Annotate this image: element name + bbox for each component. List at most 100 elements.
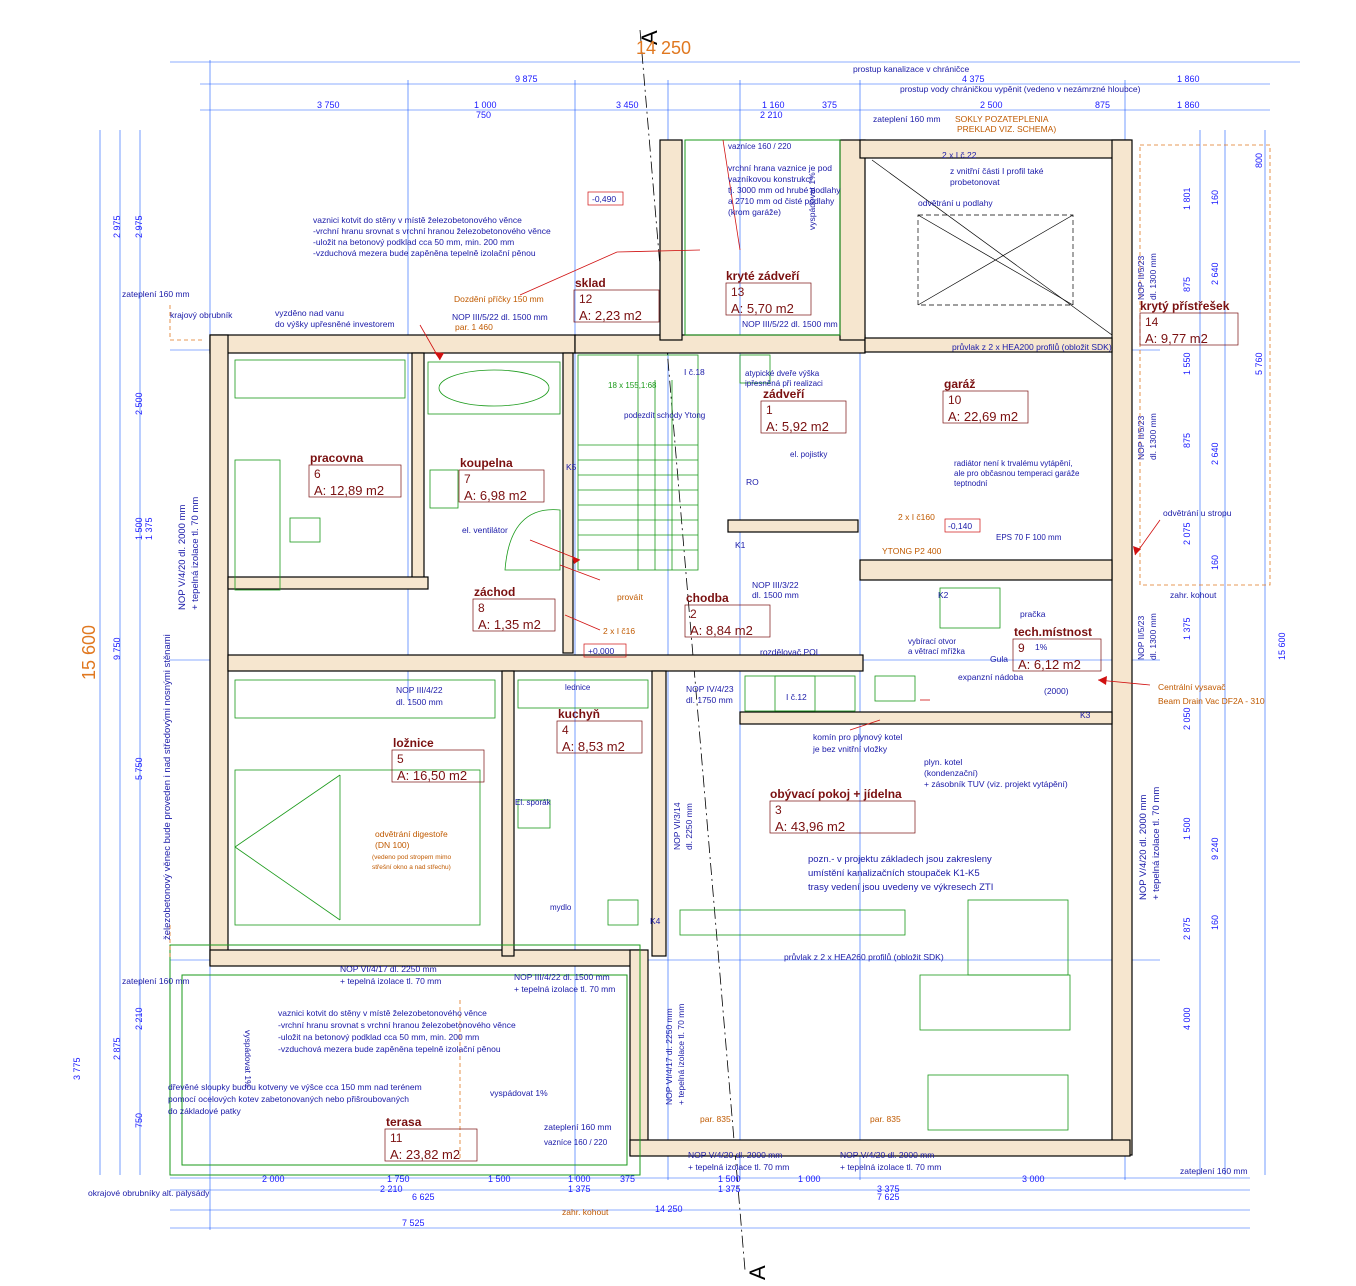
svg-text:krajový obrubník: krajový obrubník [170,310,233,320]
svg-text:mydlo: mydlo [550,903,572,912]
room-number: 7 [464,472,471,486]
leader-lines [419,139,1161,731]
svg-text:+ tepelná izolace tl. 70 mm: + tepelná izolace tl. 70 mm [1151,787,1162,900]
svg-text:6 625: 6 625 [412,1192,435,1202]
svg-text:NOP IV/4/23: NOP IV/4/23 [686,684,734,694]
svg-text:Gula: Gula [990,654,1008,664]
svg-text:9 750: 9 750 [112,637,122,660]
svg-text:3 450: 3 450 [616,100,639,110]
svg-text:el. pojistky: el. pojistky [790,450,827,459]
svg-text:vazníkovou konstrukcí: vazníkovou konstrukcí [728,174,813,184]
svg-text:dl. 1500 mm: dl. 1500 mm [752,590,799,600]
svg-text:pozn.- v projektu základech js: pozn.- v projektu základech jsou zakresl… [808,854,992,865]
svg-text:atypické dveře výška: atypické dveře výška [745,369,820,378]
svg-text:K2: K2 [938,590,949,600]
svg-text:NOP II/5/23: NOP II/5/23 [1136,255,1146,300]
room-name: obývací pokoj + jídelna [770,787,902,801]
room-number: 9 [1018,641,1025,655]
room-area: A: 8,53 m2 [562,739,625,754]
room-number: 8 [478,601,485,615]
svg-text:800: 800 [1254,153,1264,168]
room-name: terasa [386,1115,422,1129]
svg-text:tj. 3000 mm od hrubé podlahy: tj. 3000 mm od hrubé podlahy [728,185,841,195]
svg-text:průvlak z 2 x HEA200 profilů (: průvlak z 2 x HEA200 profilů (obložit SD… [952,342,1112,352]
svg-text:2 975: 2 975 [134,215,144,238]
svg-text:375: 375 [822,100,837,110]
room-number: 10 [948,393,962,407]
room-area: A: 22,69 m2 [948,409,1018,424]
room-number: 4 [562,723,569,737]
svg-text:průvlak z 2 x HEA260 profilů (: průvlak z 2 x HEA260 profilů (obložit SD… [784,952,944,962]
svg-text:expanzní nádoba: expanzní nádoba [958,672,1023,682]
svg-text:2 050: 2 050 [1182,707,1192,730]
svg-text:vyspádovat 1%: vyspádovat 1% [243,1030,253,1088]
svg-text:2 875: 2 875 [1182,917,1192,940]
svg-text:1 801: 1 801 [1182,187,1192,210]
section-marks: A A [637,30,770,1280]
svg-text:1 375: 1 375 [144,517,154,540]
right-dimensions: 800 1 801 160 2 640 875 1 550 5 760 2 64… [1182,153,1287,1030]
svg-text:podezdít schody Ytong: podezdít schody Ytong [624,411,705,420]
svg-text:(kondenzační): (kondenzační) [924,768,978,778]
room-name: zádveří [763,387,805,401]
svg-text:1 750: 1 750 [387,1174,410,1184]
section-mark-top: A [637,30,662,45]
svg-text:3 375: 3 375 [877,1184,900,1194]
room-area: A: 16,50 m2 [397,768,467,783]
svg-text:vybírací otvor: vybírací otvor [908,637,956,646]
room-name: tech.místnost [1014,625,1092,639]
svg-text:2 075: 2 075 [1182,522,1192,545]
svg-text:875: 875 [1182,433,1192,448]
svg-text:zahr. kohout: zahr. kohout [562,1207,609,1217]
svg-text:+ tepelná izolace tl. 70 mm: + tepelná izolace tl. 70 mm [688,1162,789,1172]
svg-text:1 375: 1 375 [568,1184,591,1194]
svg-text:lednice: lednice [565,683,591,692]
room-area: A: 8,84 m2 [690,623,753,638]
room-area: A: 6,12 m2 [1018,657,1081,672]
svg-text:+ tepelná izolace tl. 70 mm: + tepelná izolace tl. 70 mm [676,1004,686,1105]
svg-text:vaznici kotvit do stěny v míst: vaznici kotvit do stěny v místě železobe… [278,1008,487,1018]
svg-text:1 000: 1 000 [474,100,497,110]
overall-width: 14 250 [636,38,691,58]
room-area: A: 2,23 m2 [579,308,642,323]
svg-text:-vrchní hranu srovnat s vrchní: -vrchní hranu srovnat s vrchní hranou že… [278,1020,516,1030]
svg-text:dl. 2250 mm: dl. 2250 mm [684,803,694,850]
room-area: A: 5,70 m2 [731,301,794,316]
svg-text:K5: K5 [566,462,577,472]
svg-text:750: 750 [134,1113,144,1128]
svg-text:-uložit na betonový podklad cc: -uložit na betonový podklad cca 50 mm, m… [278,1032,479,1042]
svg-text:pračka: pračka [1020,609,1046,619]
garage-skylight [871,159,1113,336]
svg-text:I č.12: I č.12 [786,692,807,702]
room-number: 5 [397,752,404,766]
svg-text:1 860: 1 860 [1177,100,1200,110]
svg-text:+0,000: +0,000 [588,646,615,656]
svg-text:NOP V/4/20 dl. 2000 mm: NOP V/4/20 dl. 2000 mm [1138,794,1149,900]
room-area: A: 43,96 m2 [775,819,845,834]
svg-text:rozdělovač POL: rozdělovač POL [760,647,821,657]
svg-text:(krom garáže): (krom garáže) [728,207,781,217]
room-name: sklad [575,276,606,290]
svg-text:2 000: 2 000 [262,1174,285,1184]
svg-text:odvětrání u podlahy: odvětrání u podlahy [918,198,993,208]
room-number: 1 [766,403,773,417]
svg-text:5 750: 5 750 [134,757,144,780]
svg-text:par. 835: par. 835 [700,1114,731,1124]
svg-text:875: 875 [1095,100,1110,110]
covered-entrance [684,139,841,336]
svg-text:Dozdění příčky 150 mm: Dozdění příčky 150 mm [454,294,544,304]
arrows [434,352,1141,685]
svg-text:YTONG P2 400: YTONG P2 400 [882,546,942,556]
svg-text:do základové patky: do základové patky [168,1106,242,1116]
section-mark-bottom: A [745,1265,770,1280]
svg-text:160: 160 [1210,555,1220,570]
svg-text:1 000: 1 000 [568,1174,591,1184]
svg-text:1 500: 1 500 [488,1174,511,1184]
svg-text:4 375: 4 375 [962,74,985,84]
svg-text:+ tepelná izolace tl. 70 mm: + tepelná izolace tl. 70 mm [514,984,615,994]
svg-text:dřevěné sloupky budou kotveny: dřevěné sloupky budou kotveny ve výšce c… [168,1082,422,1092]
svg-text:2 640: 2 640 [1210,262,1220,285]
svg-text:1 500: 1 500 [1182,817,1192,840]
svg-text:1 500: 1 500 [134,517,144,540]
